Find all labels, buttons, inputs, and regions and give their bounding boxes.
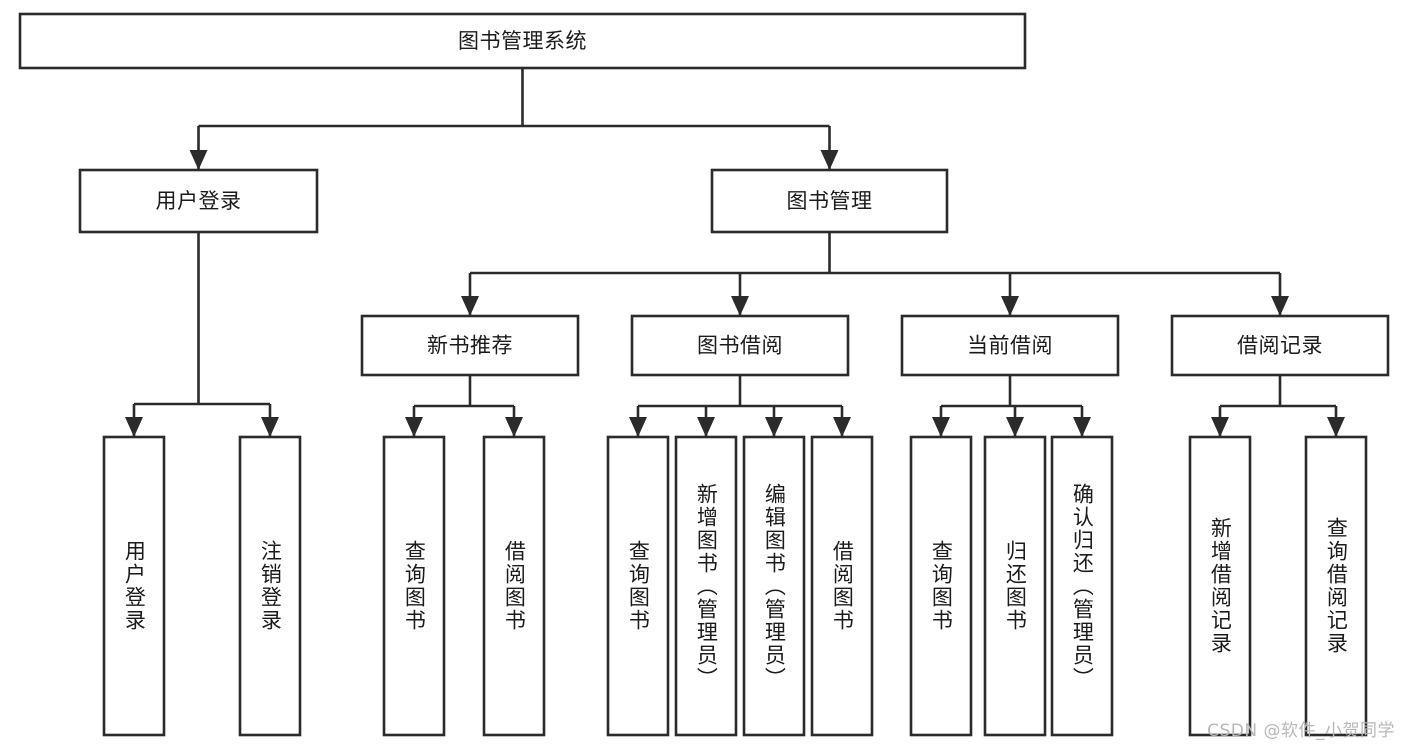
node-box-leaf-record-query-record[interactable] <box>1304 435 1368 737</box>
connector-layer <box>125 68 1345 437</box>
node-box-leaf-borrow-edit-book[interactable] <box>742 435 806 737</box>
arrow-head-icon <box>765 417 783 437</box>
node-box-leaf-current-return-book[interactable] <box>983 435 1047 737</box>
arrow-head-icon <box>1073 417 1091 437</box>
node-box-leaf-user-login[interactable] <box>102 435 166 737</box>
arrow-head-icon <box>125 417 143 437</box>
node-box-new-book-recommend[interactable] <box>360 314 580 377</box>
arrow-head-icon <box>731 296 749 316</box>
node-label-current-borrow: 当前借阅 <box>967 334 1053 358</box>
arrow-head-icon <box>1211 417 1229 437</box>
node-box-leaf-borrow-add-book[interactable] <box>674 435 738 737</box>
node-box-leaf-record-add-record[interactable] <box>1188 435 1252 737</box>
node-box-leaf-current-query-book[interactable] <box>909 435 973 737</box>
node-label-book-borrow: 图书借阅 <box>697 334 783 358</box>
arrow-head-icon <box>1327 417 1345 437</box>
node-label-book-management: 图书管理 <box>787 189 873 213</box>
node-box-layer <box>18 12 1390 737</box>
node-box-leaf-recommend-query-book[interactable] <box>382 435 446 737</box>
node-label-user-login: 用户登录 <box>156 189 242 213</box>
arrow-head-icon <box>505 417 523 437</box>
arrow-head-icon <box>820 150 839 170</box>
arrow-head-icon <box>629 417 647 437</box>
node-box-leaf-borrow-borrow-book[interactable] <box>810 435 874 737</box>
node-box-user-login[interactable] <box>78 168 319 234</box>
arrow-head-icon <box>932 417 950 437</box>
arrow-head-icon <box>461 296 479 316</box>
node-box-leaf-borrow-query-book[interactable] <box>606 435 670 737</box>
node-box-book-borrow[interactable] <box>630 314 850 377</box>
watermark: CSDN @软件_小贺同学 <box>1207 721 1395 741</box>
arrow-head-icon <box>1001 296 1019 316</box>
arrow-head-icon <box>833 417 851 437</box>
node-box-book-management[interactable] <box>710 168 949 234</box>
node-label-new-book-recommend: 新书推荐 <box>427 334 513 358</box>
node-label-root: 图书管理系统 <box>458 29 587 53</box>
node-box-leaf-user-logout[interactable] <box>238 435 302 737</box>
node-label-borrow-record: 借阅记录 <box>1237 334 1323 358</box>
node-box-leaf-recommend-borrow-book[interactable] <box>482 435 546 737</box>
node-box-root[interactable] <box>18 12 1027 70</box>
arrow-head-icon <box>189 150 208 170</box>
node-box-borrow-record[interactable] <box>1170 314 1390 377</box>
node-box-leaf-current-confirm-return[interactable] <box>1050 435 1114 737</box>
arrow-head-icon <box>261 417 279 437</box>
arrow-head-icon <box>1006 417 1024 437</box>
arrow-head-icon <box>697 417 715 437</box>
arrow-head-icon <box>405 417 423 437</box>
node-box-current-borrow[interactable] <box>900 314 1120 377</box>
arrow-head-icon <box>1271 296 1289 316</box>
